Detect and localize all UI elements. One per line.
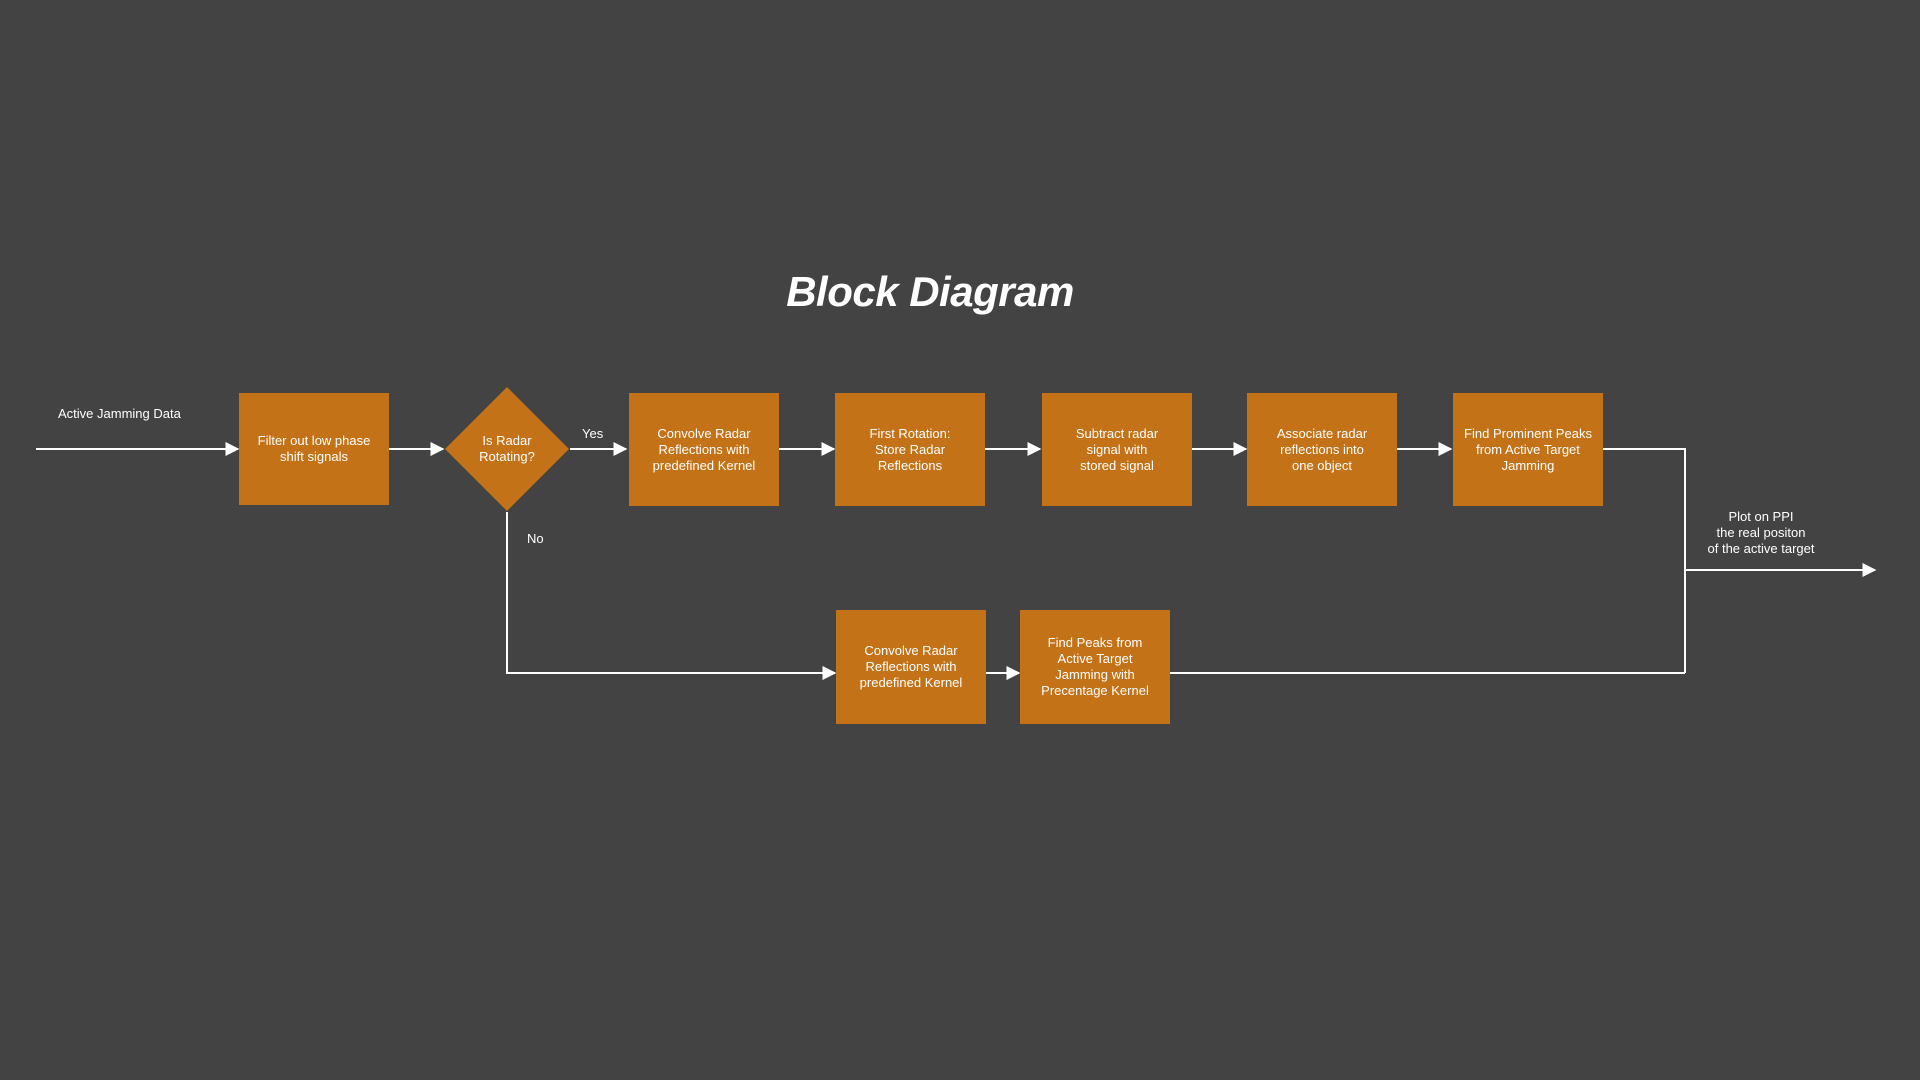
decision-diamond [445,387,569,511]
line-find-prominent-to-junction [1602,448,1686,673]
block-convolve-bottom: Convolve Radar Reflections with predefin… [836,610,986,724]
decision-label: Is Radar Rotating? [479,433,535,464]
decision-yes-label: Yes [582,426,604,441]
block-subtract: Subtract radar signal with stored signal [1042,393,1192,506]
block-convolve-top: Convolve Radar Reflections with predefin… [629,393,779,506]
decision-no-label: No [527,531,544,546]
input-label: Active Jamming Data [58,406,181,421]
arrow-decision-no [506,512,837,680]
diagram-title: Block Diagram [786,268,1074,315]
block-find-prominent-peaks: Find Prominent Peaks from Active Target … [1453,393,1603,506]
output-label: Plot on PPI the real positon of the acti… [1707,509,1815,556]
block-filter-low-phase: Filter out low phase shift signals [239,393,389,505]
block-find-peaks-percentage: Find Peaks from Active Target Jamming wi… [1020,610,1170,724]
block-associate: Associate radar reflections into one obj… [1247,393,1397,506]
block-first-rotation: First Rotation: Store Radar Reflections [835,393,985,506]
